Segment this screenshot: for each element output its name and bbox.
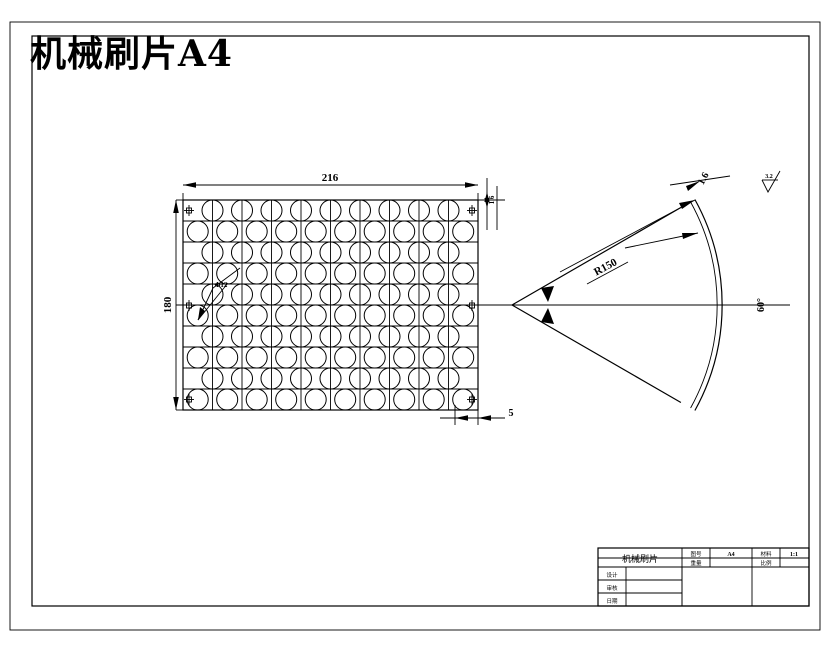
title-block: 机械刷片 图号 A4 材料 1:1 重量 比例 设计 审核 日期 [597, 547, 810, 607]
title-block-label-reviewer: 审核 [606, 584, 618, 592]
sector-arc-view: R150 1.6 60° [511, 171, 790, 411]
sector-angle-arrows [541, 286, 554, 324]
sheet-outer-border [9, 21, 821, 631]
dimension-thickness-5: 5 [440, 405, 514, 425]
dimension-width-label: 216 [322, 172, 339, 184]
hole-diameter-label: Φ12 [215, 281, 228, 289]
title-block-label-ratio: 比例 [760, 559, 772, 567]
sheet-inner-frame [31, 35, 810, 607]
perforated-plate-view [176, 199, 512, 411]
dimension-width-216: 216 [182, 172, 479, 202]
surface-finish-icon: 3.2 [761, 170, 781, 193]
title-block-label-drawing-no: 图号 [690, 550, 702, 558]
title-block-value-scale: 1:1 [790, 552, 798, 558]
page-title: 机械刷片A4 [30, 36, 233, 72]
title-block-label-date: 日期 [606, 598, 618, 605]
page-title-text: 机械刷片A4 [30, 33, 233, 75]
title-block-part-name: 机械刷片 [622, 553, 658, 565]
dimension-edge-thickness-label: 1.6 [488, 195, 496, 204]
title-block-label-material: 材料 [760, 550, 772, 558]
dimension-thickness-label: 5 [509, 408, 514, 419]
sector-edge-lower [511, 304, 682, 404]
dimension-edge-thickness: 1.6 [478, 178, 505, 230]
dimension-angle-label: 60° [756, 298, 767, 312]
dimension-radius-label: R150 [592, 256, 620, 278]
hole-diameter-callout: Φ12 [197, 267, 241, 321]
dimension-arc-thickness-label: 1.6 [696, 171, 712, 187]
title-block-label-weight: 重量 [690, 559, 702, 567]
dimension-radius-r150: R150 [559, 199, 696, 285]
dimension-height-180: 180 [162, 199, 185, 411]
dimension-arc-thickness: 1.6 [624, 171, 731, 249]
title-block-label-designer: 设计 [606, 571, 618, 579]
surface-finish-value: 3.2 [765, 174, 773, 180]
plate-corner-center-marks [184, 205, 477, 405]
sector-edge-upper [511, 206, 682, 306]
title-block-value-drawing-no: A4 [727, 552, 734, 558]
plate-hole-circles [186, 199, 475, 411]
dimension-height-label: 180 [162, 296, 174, 313]
